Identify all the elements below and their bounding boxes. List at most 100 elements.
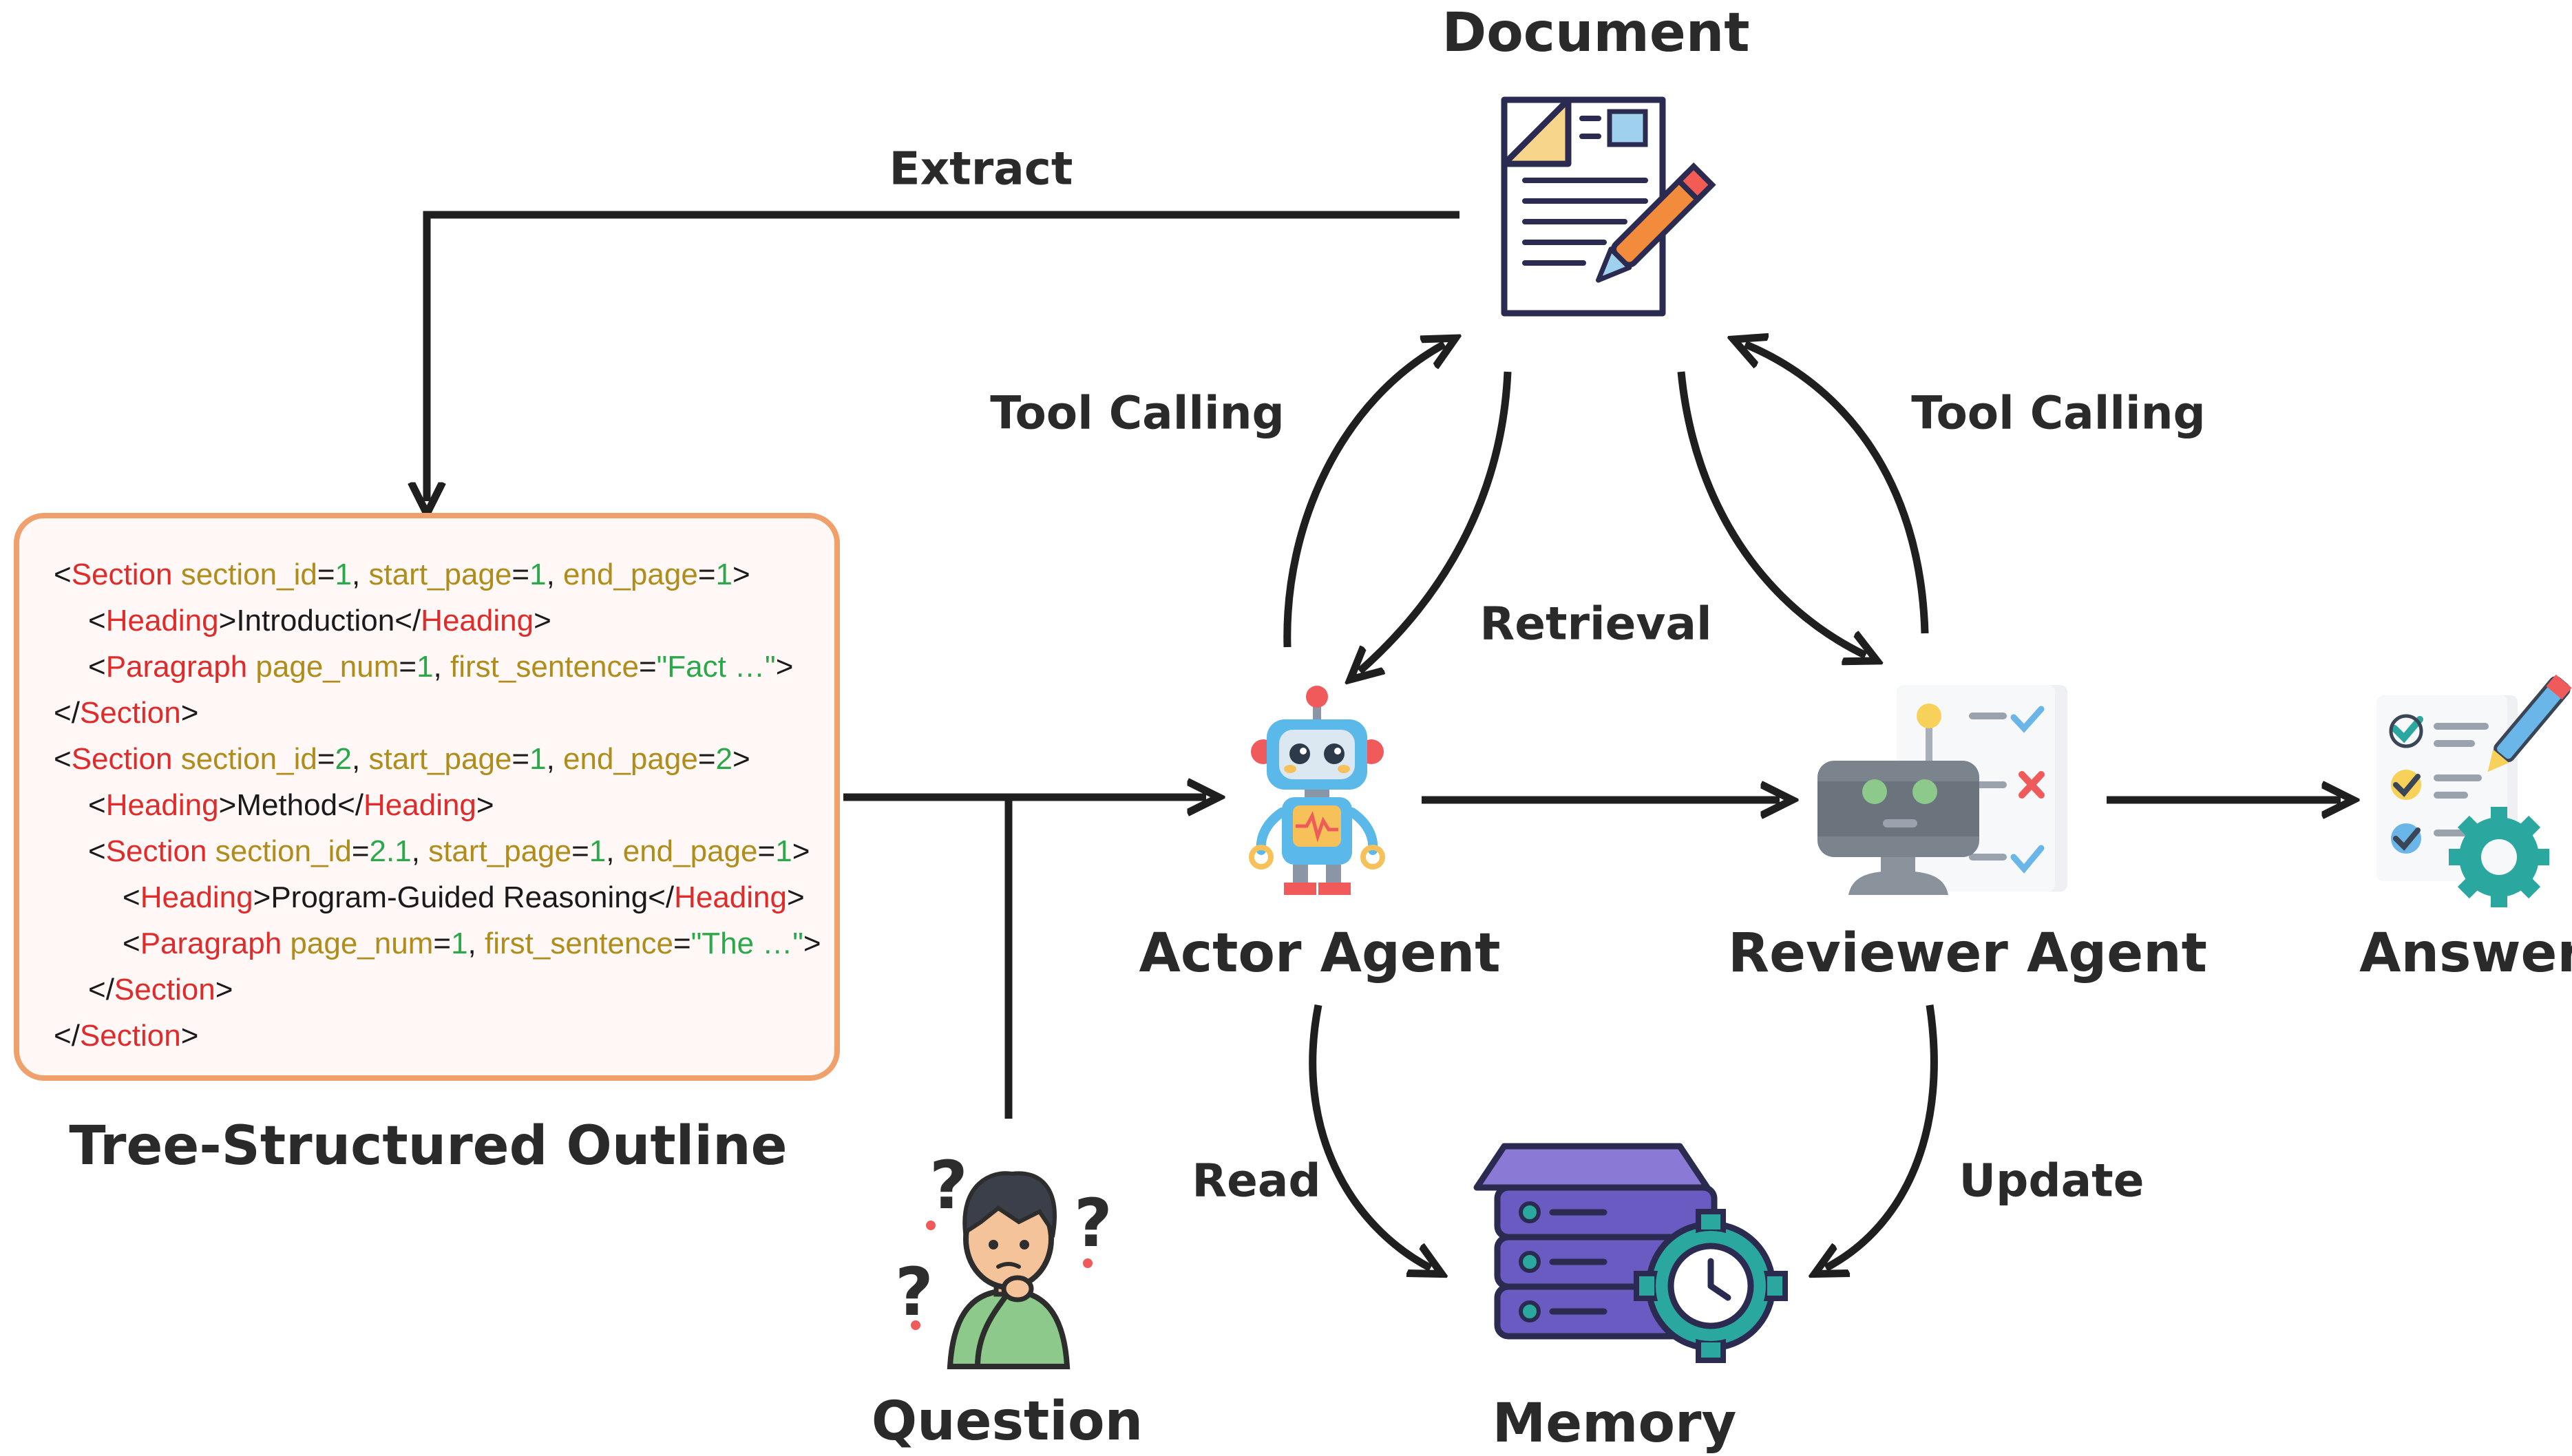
outline-token: end_page <box>563 742 698 776</box>
outline-token: Method <box>236 788 338 822</box>
outline-token: = <box>697 742 716 776</box>
outline-token: , <box>352 558 369 591</box>
outline-token: 1 <box>775 834 792 868</box>
outline-token: Section <box>71 742 173 776</box>
outline-token: </ <box>648 880 675 914</box>
outline-token: 1 <box>715 558 732 591</box>
outline-token: </ <box>88 973 114 1006</box>
outline-token: < <box>123 880 140 914</box>
outline-token: = <box>512 558 530 591</box>
node-label-document: Document <box>1442 2 1750 64</box>
server-clock-icon <box>1473 1143 1788 1363</box>
outline-token: , <box>433 650 450 684</box>
outline-token: Section <box>79 1019 181 1053</box>
outline-token: Heading <box>140 880 253 914</box>
robot-icon <box>1249 686 1385 895</box>
node-label-reviewer-agent: Reviewer Agent <box>1728 922 2207 984</box>
outline-token: > <box>180 696 199 730</box>
checklist-gear-icon <box>2376 674 2572 907</box>
edge-update <box>1826 1004 1938 1268</box>
edge-extract <box>427 211 1459 501</box>
document-pen-icon <box>1501 96 1716 317</box>
outline-token: first_sentence <box>485 927 673 960</box>
outline-token: end_page <box>622 834 758 868</box>
outline-token: Program-Guided Reasoning <box>271 880 649 914</box>
outline-token: Section <box>79 696 181 730</box>
outline-token: > <box>180 1019 199 1053</box>
outline-token: , <box>467 927 485 960</box>
outline-token: > <box>787 880 805 914</box>
outline-token: 1 <box>451 927 468 960</box>
outline-token: Heading <box>421 604 534 637</box>
outline-token: < <box>88 788 106 822</box>
outline-token: < <box>88 834 106 868</box>
node-label-answer: Answer <box>2359 922 2572 984</box>
outline-token: start_page <box>368 742 512 776</box>
outline-token: , <box>546 558 564 591</box>
outline-token: , <box>606 834 623 868</box>
outline-token: Heading <box>363 788 476 822</box>
outline-token: page_num <box>282 927 434 960</box>
outline-token: = <box>317 742 335 776</box>
outline-token: 1 <box>589 834 607 868</box>
outline-token: end_page <box>563 558 698 591</box>
edge-retrieval-left <box>1360 371 1512 671</box>
outline-token: 2.1 <box>369 834 412 868</box>
outline-token: = <box>697 558 716 591</box>
outline-token: > <box>215 973 233 1006</box>
outline-token: 1 <box>417 650 434 684</box>
outline-token: start_page <box>428 834 572 868</box>
outline-token: section_id <box>172 558 317 591</box>
outline-token: start_page <box>368 558 512 591</box>
outline-token: > <box>732 742 750 776</box>
edge-label-tool-calling-right: Tool Calling <box>1911 386 2206 440</box>
edge-read <box>1309 1004 1431 1268</box>
outline-token: "Fact …" <box>656 650 776 684</box>
outline-token: > <box>218 604 237 637</box>
outline-token: < <box>54 742 72 776</box>
outline-token: < <box>88 650 106 684</box>
outline-line: </Section> <box>54 690 834 736</box>
svg-text:?: ? <box>1074 1185 1113 1262</box>
outline-token: </ <box>394 604 421 637</box>
outline-token: = <box>638 650 657 684</box>
node-label-actor-agent: Actor Agent <box>1139 922 1501 984</box>
outline-token: page_num <box>247 650 399 684</box>
outline-line: </Section> <box>54 1013 834 1059</box>
outline-token: < <box>123 927 140 960</box>
outline-token: > <box>775 650 794 684</box>
outline-token: Heading <box>105 788 219 822</box>
outline-token: </ <box>54 696 80 730</box>
edge-label-retrieval: Retrieval <box>1479 597 1712 651</box>
outline-line: <Heading>Method</Heading> <box>54 782 834 828</box>
outline-token: > <box>534 604 551 637</box>
outline-token: Paragraph <box>140 927 282 960</box>
outline-token: Paragraph <box>105 650 248 684</box>
outline-title: Tree-Structured Outline <box>69 1115 788 1177</box>
outline-token: 1 <box>529 558 547 591</box>
outline-token: Introduction <box>236 604 395 637</box>
outline-token: Section <box>71 558 173 591</box>
outline-token: first_sentence <box>450 650 639 684</box>
reviewer-robot-checklist-icon <box>1817 685 2067 895</box>
outline-line: </Section> <box>54 967 834 1013</box>
outline-token: Section <box>114 973 215 1006</box>
outline-line: <Section section_id=2.1, start_page=1, e… <box>54 828 834 874</box>
outline-token: </ <box>54 1019 80 1053</box>
edge-label-read: Read <box>1192 1154 1321 1207</box>
clock-gear-icon <box>1634 1209 1788 1363</box>
svg-text:?: ? <box>895 1254 934 1331</box>
outline-token: = <box>433 927 452 960</box>
outline-token: Section <box>105 834 207 868</box>
outline-token: = <box>351 834 370 868</box>
edge-label-extract: Extract <box>889 142 1073 196</box>
outline-token: > <box>253 880 271 914</box>
outline-line: <Paragraph page_num=1, first_sentence="F… <box>54 644 834 690</box>
outline-token: < <box>54 558 72 591</box>
outline-token: = <box>399 650 417 684</box>
outline-token: "The …" <box>691 927 803 960</box>
outline-token: , <box>352 742 369 776</box>
outline-token: > <box>803 927 821 960</box>
tree-structured-outline-box: <Section section_id=1, start_page=1, end… <box>14 513 840 1081</box>
